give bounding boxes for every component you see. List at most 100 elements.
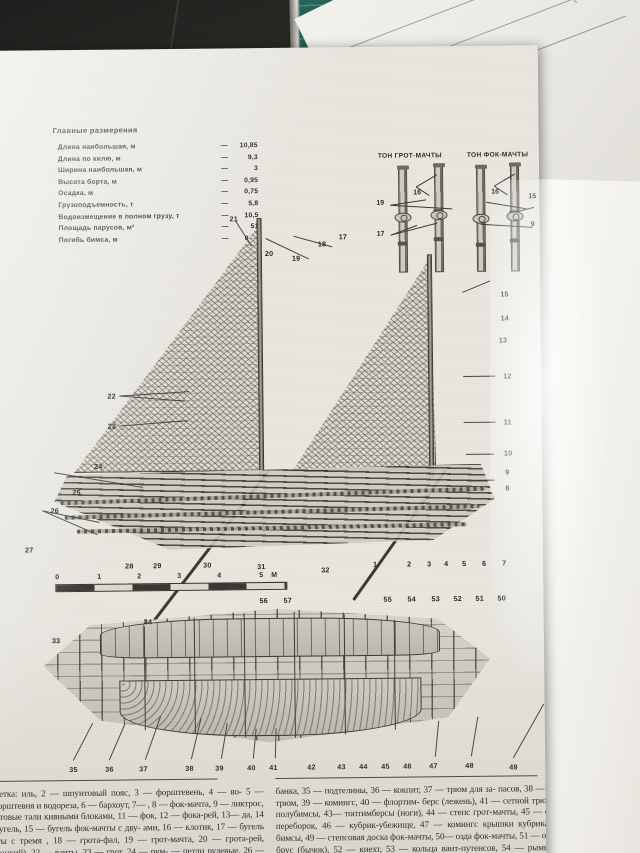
callout-number-28: 28	[125, 561, 134, 571]
callout-number-9: 9	[530, 221, 535, 229]
callout-number-39: 39	[215, 763, 224, 773]
scale-ruler: 0 1 2 3 4 5 М	[55, 572, 288, 593]
callout-number-19: 19	[291, 253, 301, 263]
callout-number-23: 23	[107, 421, 117, 431]
callout-number-52: 52	[453, 593, 462, 604]
cargo-hold	[118, 677, 423, 738]
mast-cap	[474, 164, 487, 169]
callout-number-57: 57	[283, 595, 292, 605]
callout-number-34: 34	[143, 617, 153, 627]
mast-cap	[396, 165, 409, 170]
callout-number-42: 42	[307, 762, 316, 772]
callout-number-41: 41	[269, 762, 278, 773]
callout-number-10: 10	[503, 448, 513, 458]
spec-dash: —	[220, 153, 228, 162]
caption-left-column: ская решетка: иль, 2 — шпунтовый пояс, 3…	[0, 786, 265, 853]
callout-number-53: 53	[431, 594, 440, 604]
callout-number-37: 37	[139, 764, 148, 774]
callout-number-44: 44	[359, 761, 368, 772]
mast-cap	[508, 162, 521, 167]
callout-leader	[512, 703, 544, 758]
callout-number-15: 15	[500, 289, 509, 299]
figure-caption: ская решетка: иль, 2 — шпунтовый пояс, 3…	[0, 783, 546, 853]
callout-number-46: 46	[403, 761, 412, 771]
callout-number-50: 50	[497, 593, 506, 603]
fore-mast-line	[426, 254, 435, 479]
callout-number-55: 55	[383, 594, 392, 604]
callout-number-14: 14	[500, 313, 510, 323]
hull-plan-drawing	[34, 601, 505, 751]
spec-value: 0,75	[244, 188, 259, 196]
callout-number-26: 26	[50, 506, 60, 516]
callout-number-56: 56	[259, 596, 268, 606]
spec-dash: —	[220, 142, 228, 150]
specs-title: Главные размерения	[52, 125, 138, 136]
scale-bar	[55, 581, 288, 593]
callout-number-25: 25	[72, 487, 81, 498]
callout-number-27: 27	[24, 545, 34, 555]
caption-right-column: банка, 35 — подтелины, 36 — кокпит, 37 —…	[275, 783, 547, 853]
spec-value: 10,85	[239, 142, 258, 150]
caption-rule-right	[275, 775, 538, 779]
callout-number-21: 21	[229, 214, 238, 224]
callout-number-30: 30	[203, 560, 212, 570]
mast-cap	[432, 163, 445, 168]
callout-leader	[235, 220, 252, 247]
callout-leader	[463, 375, 496, 377]
callout-number-35: 35	[69, 765, 78, 775]
spec-value: 9,3	[247, 153, 258, 161]
callout-number-1: 1	[373, 559, 378, 569]
callout-number-31: 31	[257, 562, 266, 572]
callout-number-12: 12	[503, 371, 512, 381]
callout-leader	[293, 235, 333, 248]
callout-number-24: 24	[94, 461, 103, 471]
mainsail	[70, 224, 265, 473]
spec-dash: —	[221, 177, 229, 185]
spec-dash: —	[221, 188, 229, 196]
callout-number-20: 20	[264, 248, 274, 259]
callout-leader	[462, 280, 491, 293]
scale-tick-1: 1	[97, 573, 102, 581]
mast-detail-heading-fore: ТОН ФОК-МАЧТЫ	[466, 151, 529, 159]
callout-number-17: 17	[338, 232, 348, 242]
callout-number-2: 2	[407, 559, 412, 569]
hull-profile	[54, 464, 495, 557]
callout-number-40: 40	[247, 763, 256, 773]
scale-unit-label: М	[271, 571, 278, 579]
scale-tick-5: 5	[259, 572, 264, 580]
callout-leader	[463, 421, 496, 423]
callout-number-15: 15	[528, 193, 537, 201]
spec-dash: —	[220, 165, 229, 173]
callout-number-3: 3	[427, 559, 432, 569]
scale-tick-4: 4	[217, 572, 222, 580]
callout-number-33: 33	[51, 636, 61, 646]
callout-number-7: 7	[502, 558, 507, 568]
scale-tick-2: 2	[137, 573, 142, 581]
mast-detail-heading-main: ТОН ГРОТ-МАЧТЫ	[377, 152, 442, 160]
callout-number-22: 22	[107, 391, 116, 401]
callout-number-9: 9	[505, 467, 510, 477]
caption-rule-left	[0, 778, 218, 783]
spec-value: 0,95	[244, 176, 259, 185]
callout-number-4: 4	[444, 559, 449, 569]
callout-number-45: 45	[381, 761, 390, 771]
callout-number-32: 32	[321, 565, 330, 575]
callout-number-6: 6	[482, 558, 487, 568]
foresail	[287, 258, 436, 472]
callout-number-18: 18	[317, 239, 327, 249]
callout-number-5: 5	[462, 558, 467, 568]
callout-number-54: 54	[407, 594, 416, 604]
callout-number-36: 36	[105, 764, 114, 774]
callout-number-8: 8	[505, 483, 510, 493]
spec-value: 3	[253, 165, 259, 173]
book-page: Главные размерения Длина наибольшая, м —…	[0, 45, 547, 853]
callout-number-38: 38	[185, 763, 194, 773]
callout-number-51: 51	[475, 593, 484, 603]
callout-number-13: 13	[498, 335, 508, 345]
callout-number-11: 11	[503, 417, 512, 427]
callout-number-43: 43	[337, 762, 346, 772]
sail-plan-drawing: 21 20 19 18 17 15 14 13 12 11 10 9 8 22 …	[21, 195, 525, 629]
scale-tick-3: 3	[177, 572, 182, 580]
callout-number-48: 48	[465, 760, 474, 770]
